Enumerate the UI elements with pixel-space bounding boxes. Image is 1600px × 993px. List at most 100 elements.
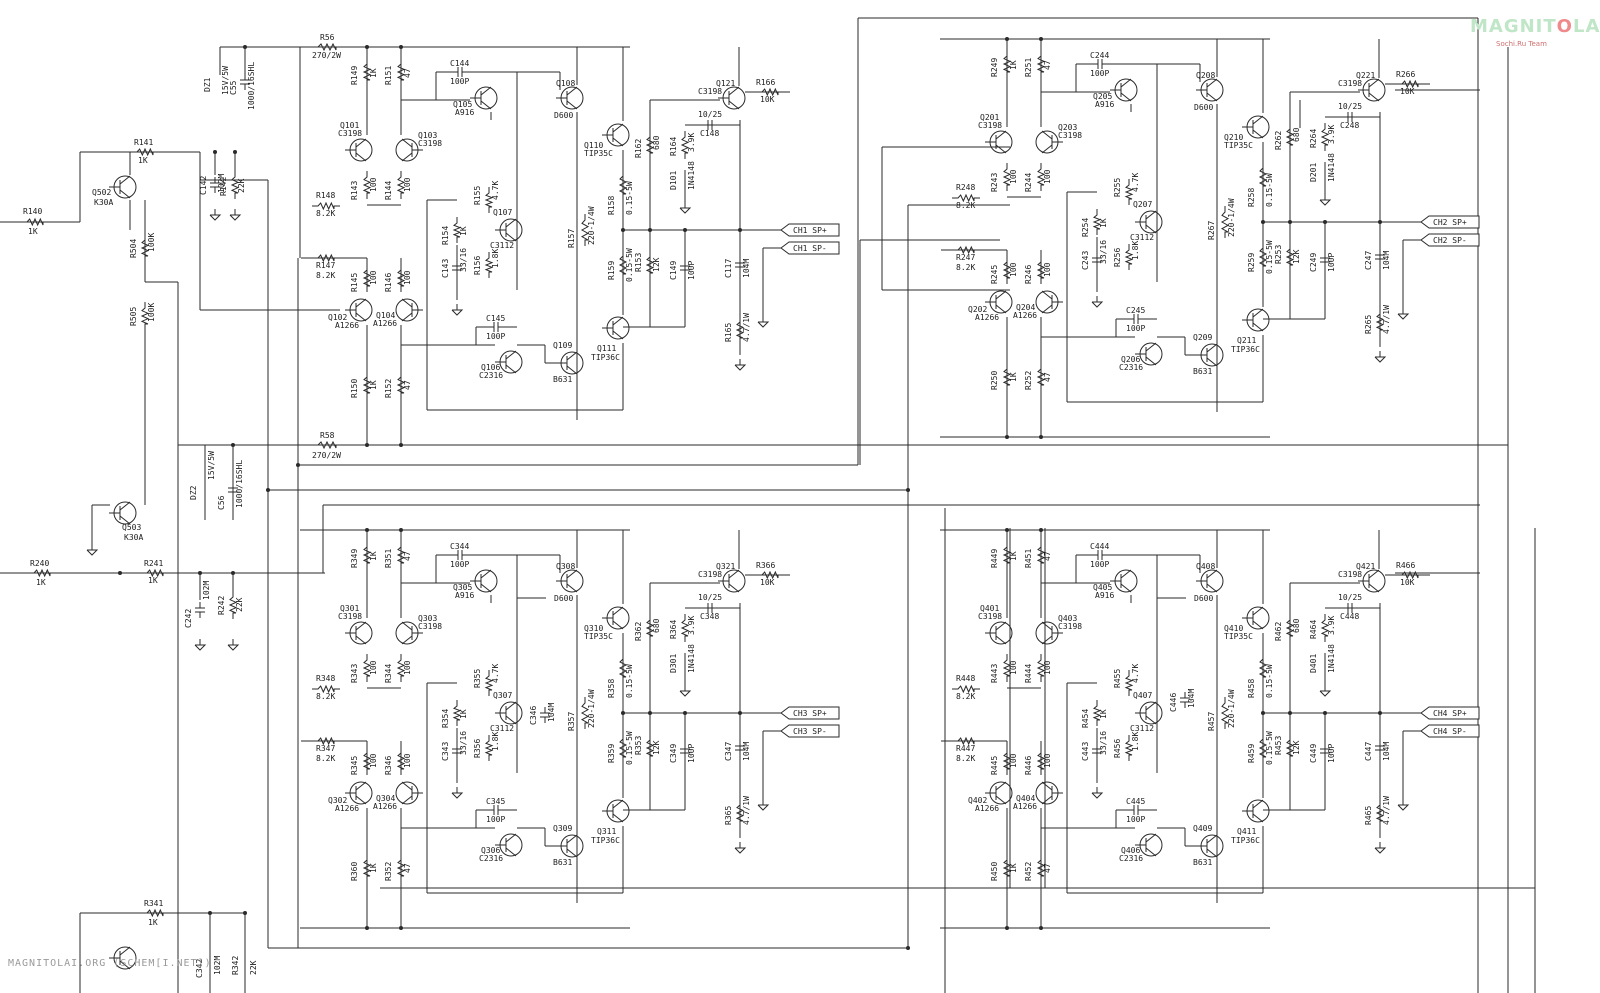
part-label: R346 xyxy=(384,756,393,775)
junction-dot xyxy=(243,45,247,49)
capacitor-symbol xyxy=(702,603,718,613)
resistor-symbol xyxy=(952,193,980,203)
part-label: 1K xyxy=(36,578,46,587)
part-label: 8.2K xyxy=(316,209,335,218)
transistor-symbol xyxy=(985,781,1013,805)
part-label: R143 xyxy=(350,181,359,200)
speaker-terminal-tag xyxy=(1420,215,1480,229)
ground-symbol xyxy=(1374,842,1387,854)
resistor-symbol xyxy=(1375,308,1385,336)
part-label: 4.7K xyxy=(1131,664,1140,683)
part-label: D201 xyxy=(1309,163,1318,182)
ground-symbol xyxy=(679,685,692,697)
part-label: Q411 xyxy=(1237,827,1256,836)
part-label: 270/2W xyxy=(312,51,341,60)
transistor-symbol xyxy=(1242,115,1270,139)
part-label: Q103 xyxy=(418,131,437,140)
capacitor-symbol xyxy=(1180,692,1190,708)
resistor-symbol xyxy=(140,302,150,330)
resistor-symbol xyxy=(312,440,342,450)
resistor-symbol xyxy=(312,201,340,211)
part-label: 100 xyxy=(369,753,378,768)
part-label: R244 xyxy=(1024,173,1033,192)
part-label: 100 xyxy=(369,177,378,192)
part-label: R258 xyxy=(1247,188,1256,207)
part-label: 104M xyxy=(1382,742,1391,761)
part-label: R153 xyxy=(634,253,643,272)
part-label: 8.2K xyxy=(316,692,335,701)
part-label: Q311 xyxy=(597,827,616,836)
part-label: R446 xyxy=(1024,756,1033,775)
part-label: R164 xyxy=(669,137,678,156)
part-label: 4.7K xyxy=(491,181,500,200)
part-label: R154 xyxy=(441,226,450,245)
part-label: R453 xyxy=(1274,736,1283,755)
capacitor-symbol xyxy=(1092,550,1108,560)
part-label: 1K xyxy=(148,918,158,927)
resistor-symbol xyxy=(1002,163,1012,191)
part-label: 33/16 xyxy=(459,731,468,755)
part-label: 33/16 xyxy=(459,248,468,272)
part-label: 10/25 xyxy=(698,593,722,602)
part-label: R364 xyxy=(669,620,678,639)
part-label: 1K xyxy=(369,863,378,873)
part-label: 22K xyxy=(237,178,246,193)
resistor-symbol xyxy=(396,264,406,292)
resistor-symbol xyxy=(141,908,169,918)
part-label: CH2 SP- xyxy=(1433,236,1467,245)
resistor-symbol xyxy=(396,58,406,86)
transistor-symbol xyxy=(395,298,423,322)
junction-dot xyxy=(233,150,237,154)
part-label: 100P xyxy=(687,261,696,280)
part-label: 1K xyxy=(459,709,468,719)
part-label: R255 xyxy=(1113,178,1122,197)
part-label: 1K xyxy=(1009,551,1018,561)
part-label: C2316 xyxy=(479,371,503,380)
transistor-symbol xyxy=(395,621,423,645)
part-label: 1K xyxy=(138,156,148,165)
part-label: C248 xyxy=(1340,121,1359,130)
capacitor-symbol xyxy=(452,67,468,77)
capacitor-symbol xyxy=(1375,249,1385,265)
part-label: Q404 xyxy=(1016,794,1035,803)
part-label: 100 xyxy=(369,270,378,285)
part-label: 1000/16SHL xyxy=(235,460,244,508)
junction-dot xyxy=(1261,220,1265,224)
part-label: Q211 xyxy=(1237,336,1256,345)
resistor-symbol xyxy=(396,371,406,399)
part-label: R444 xyxy=(1024,664,1033,683)
part-label: 0.15-5W xyxy=(1265,240,1274,274)
part-label: 100 xyxy=(403,660,412,675)
part-label: R455 xyxy=(1113,669,1122,688)
part-label: 47 xyxy=(1043,863,1052,873)
junction-dot xyxy=(1378,711,1382,715)
watermark-footer: MAGNITOLAI.ORG (SCHEM[I.NET]) xyxy=(8,958,212,969)
part-label: Q111 xyxy=(597,344,616,353)
part-label: R267 xyxy=(1207,221,1216,240)
resistor-symbol xyxy=(452,700,462,726)
capacitor-symbol xyxy=(240,74,250,90)
part-label: 100 xyxy=(1043,753,1052,768)
part-label: C448 xyxy=(1340,612,1359,621)
part-label: R452 xyxy=(1024,862,1033,881)
part-label: C144 xyxy=(450,59,469,68)
part-label: R348 xyxy=(316,674,335,683)
capacitor-symbol xyxy=(1128,314,1144,324)
part-label: 22K xyxy=(249,960,258,975)
part-label: C3198 xyxy=(418,139,442,148)
capacitor-symbol xyxy=(1375,740,1385,756)
part-label: 1K xyxy=(1009,60,1018,70)
resistor-symbol xyxy=(484,670,494,696)
resistor-symbol xyxy=(312,42,342,52)
part-label: C446 xyxy=(1169,693,1178,712)
part-label: R366 xyxy=(756,561,775,570)
speaker-terminal-tag xyxy=(780,241,840,255)
ground-symbol xyxy=(1397,308,1410,320)
resistor-symbol xyxy=(618,653,628,683)
part-label: TIP36C xyxy=(1231,345,1260,354)
ground-symbol xyxy=(679,202,692,214)
part-label: CH2 SP+ xyxy=(1433,218,1467,227)
transistor-symbol xyxy=(1196,343,1224,367)
part-label: 102M xyxy=(213,956,222,975)
part-label: 12K xyxy=(652,257,661,272)
